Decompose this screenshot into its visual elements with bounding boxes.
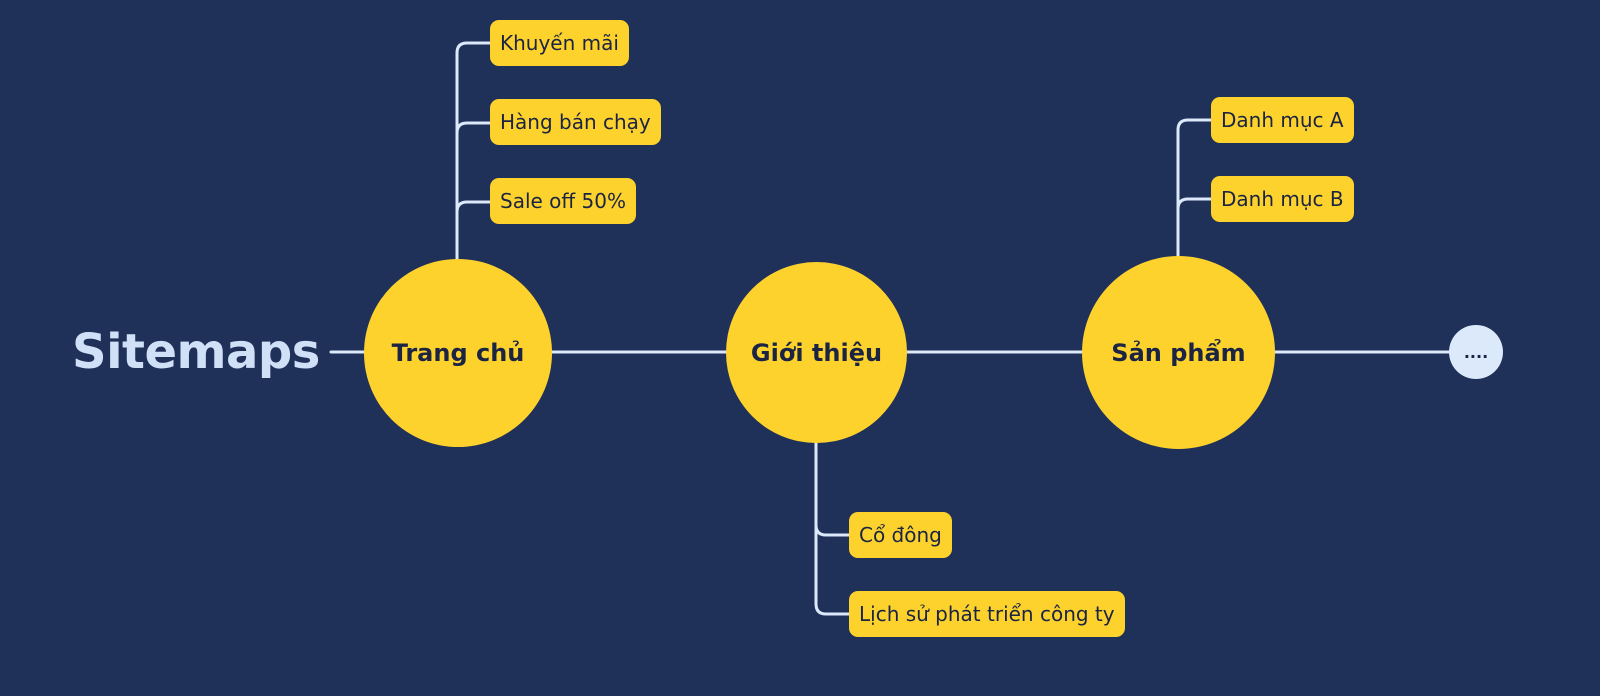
home-child-tag[interactable]: Hàng bán chạy [490, 99, 661, 145]
node-about[interactable]: Giới thiệu [726, 262, 907, 443]
node-products[interactable]: Sản phẩm [1082, 256, 1275, 449]
about-child-tag[interactable]: Cổ đông [849, 512, 952, 558]
node-home-label: Trang chủ [391, 339, 525, 367]
products-child-tag[interactable]: Danh mục A [1211, 97, 1354, 143]
page-title: Sitemaps [72, 324, 320, 380]
home-child-tag[interactable]: Sale off 50% [490, 178, 636, 224]
about-branch-line [814, 441, 851, 616]
home-branch-line [455, 41, 492, 261]
about-child-tag[interactable]: Lịch sử phát triển công ty [849, 591, 1125, 637]
node-more[interactable]: .... [1449, 325, 1503, 379]
home-child-tag[interactable]: Khuyến mãi [490, 20, 629, 66]
products-child-tag[interactable]: Danh mục B [1211, 176, 1354, 222]
node-more-label: .... [1463, 342, 1489, 362]
node-products-label: Sản phẩm [1111, 338, 1246, 367]
products-branch-line [1176, 118, 1213, 258]
node-about-label: Giới thiệu [750, 338, 883, 367]
node-home[interactable]: Trang chủ [364, 259, 552, 447]
